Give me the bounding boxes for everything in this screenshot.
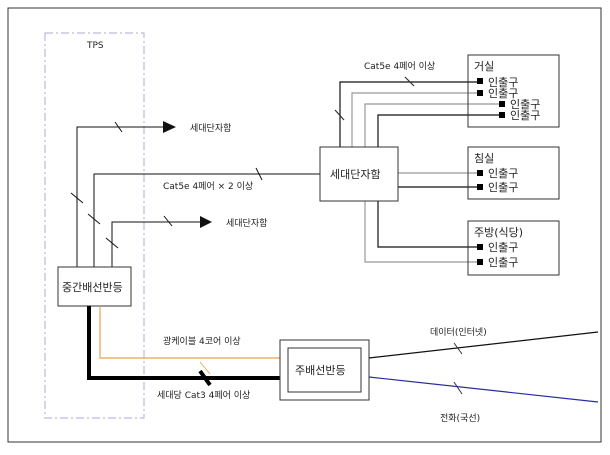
tick-mark	[70, 192, 84, 204]
outlet-icon	[499, 112, 505, 118]
arrow-icon	[200, 216, 212, 228]
diagram-shape	[364, 201, 478, 263]
tick-mark	[453, 381, 463, 395]
intermediate-panel-box	[57, 266, 132, 307]
outlet-icon	[477, 78, 483, 84]
tick-mark	[453, 342, 463, 355]
phone-line	[368, 376, 599, 403]
tick-mark	[255, 167, 263, 181]
tick-mark	[198, 369, 212, 387]
data-label: 데이터(인터넷)	[430, 327, 487, 338]
tick-mark	[114, 121, 123, 133]
outlet-label: 인출구	[488, 167, 518, 180]
outlet-label: 인출구	[488, 87, 518, 100]
fiber-label: 광케이블 4코어 이상	[163, 335, 241, 347]
tick-mark	[105, 237, 119, 249]
outlet-icon	[477, 170, 483, 176]
unit-box	[319, 146, 399, 202]
outlet-label: 인출구	[510, 98, 540, 111]
riser-line-3	[111, 221, 200, 267]
diagram-shape	[351, 92, 478, 147]
room-name: 거실	[474, 60, 494, 73]
fiber-line	[99, 306, 280, 359]
diagram-shape	[377, 201, 478, 248]
diagram-shape	[467, 220, 560, 276]
tps-zone	[44, 32, 145, 419]
main-panel-label: 주배선반등	[295, 364, 346, 377]
cat3-label: 세대당 Cat3 4페어 이상	[157, 390, 250, 401]
unit-box-label: 세대단자함	[330, 168, 381, 181]
arrow-icon	[163, 121, 176, 133]
main-panel-inner	[287, 347, 362, 393]
outlet-label: 인출구	[488, 256, 518, 269]
outlet-label: 인출구	[488, 181, 518, 194]
riser-line-1	[76, 126, 165, 267]
tick-mark	[87, 213, 101, 225]
intermediate-panel-label: 중간배선반등	[62, 281, 123, 294]
outlet-icon	[477, 259, 483, 265]
room-living: 거실 인출구 인출구 인출구 인출구	[467, 54, 560, 128]
cat3-line	[87, 306, 280, 380]
riser-line-2	[93, 173, 320, 267]
outer-frame	[7, 7, 602, 443]
cat5e-label: Cat5e 4페어 이상	[364, 61, 435, 72]
diagram-shape	[334, 76, 500, 263]
room-kitchen: 주방(식당) 인출구 인출구	[467, 220, 560, 276]
room-name: 주방(식당)	[474, 226, 523, 239]
outlet-icon	[477, 90, 483, 96]
phone-label: 전화(국선)	[440, 413, 480, 424]
diagram-shape	[364, 103, 500, 147]
outlet-icon	[477, 244, 483, 250]
arrow-target-label-1: 세대단자함	[190, 123, 231, 134]
tick-mark	[163, 215, 173, 227]
outlet-icon	[477, 184, 483, 190]
cat5e-x2-label: Cat5e 4페어 × 2 이상	[163, 181, 253, 192]
data-line	[368, 331, 599, 359]
arrow-target-label-2: 세대단자함	[226, 218, 267, 229]
outlet-label: 인출구	[510, 109, 540, 122]
room-bedroom: 침실 인출구 인출구	[467, 146, 560, 200]
tps-label: TPS	[86, 41, 104, 51]
diagram-shape	[467, 146, 560, 200]
room-name: 침실	[474, 152, 494, 165]
tick-mark	[199, 361, 211, 375]
tick-mark	[334, 109, 345, 121]
tick-mark	[404, 76, 415, 87]
main-panel-outer	[279, 339, 370, 401]
diagram-shape	[339, 81, 478, 147]
diagram-shape	[377, 114, 500, 147]
outlet-label: 인출구	[488, 241, 518, 254]
diagram-shape	[70, 121, 320, 267]
outlet-icon	[499, 101, 505, 107]
outlet-label: 인출구	[488, 76, 518, 89]
diagram-shape	[467, 54, 560, 128]
